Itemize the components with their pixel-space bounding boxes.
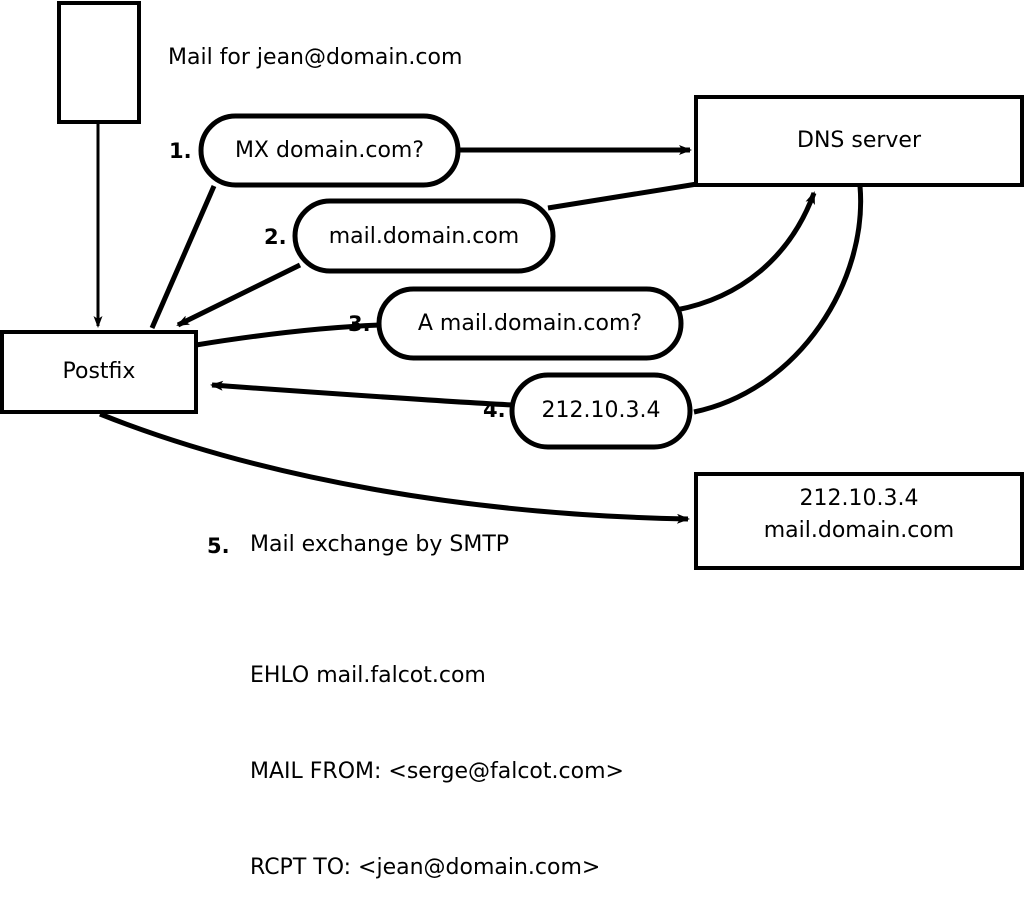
step-2-bubble — [292, 198, 556, 274]
connector-step3-to-dns — [675, 191, 817, 313]
step-5-label: Mail exchange by SMTP — [250, 532, 510, 557]
dns-server-box — [694, 95, 1024, 187]
connector-step4-to-postfix — [210, 380, 513, 408]
step-3-bubble — [376, 286, 684, 361]
connector-dns-to-step4 — [693, 185, 864, 415]
smtp-transcript: EHLO mail.falcot.com MAIL FROM: <serge@f… — [250, 596, 624, 919]
step-1-number: 1. — [169, 139, 192, 163]
step-1-bubble — [198, 113, 461, 188]
step-4-bubble — [509, 372, 693, 450]
transcript-line: EHLO mail.falcot.com — [250, 663, 486, 688]
postfix-box — [0, 330, 198, 414]
transcript-line: MAIL FROM: <serge@falcot.com> — [250, 759, 624, 784]
connector-dns-to-step2 — [547, 181, 698, 211]
step-2-number: 2. — [264, 225, 287, 249]
connector-postfix-to-step3 — [195, 322, 381, 348]
mail-for-note: Mail for jean@domain.com — [168, 45, 463, 70]
transcript-line: RCPT TO: <jean@domain.com> — [250, 855, 601, 880]
connector-step2-to-postfix — [176, 262, 302, 328]
connector-postfix-to-remote-mx — [99, 411, 690, 524]
connector-postfix-to-step1 — [149, 184, 217, 330]
mail-client-box — [57, 1, 141, 124]
step-3-number: 3. — [348, 312, 371, 336]
step-5-number: 5. — [207, 534, 230, 558]
step-4-number: 4. — [483, 398, 506, 422]
remote-mx-box — [694, 472, 1024, 570]
